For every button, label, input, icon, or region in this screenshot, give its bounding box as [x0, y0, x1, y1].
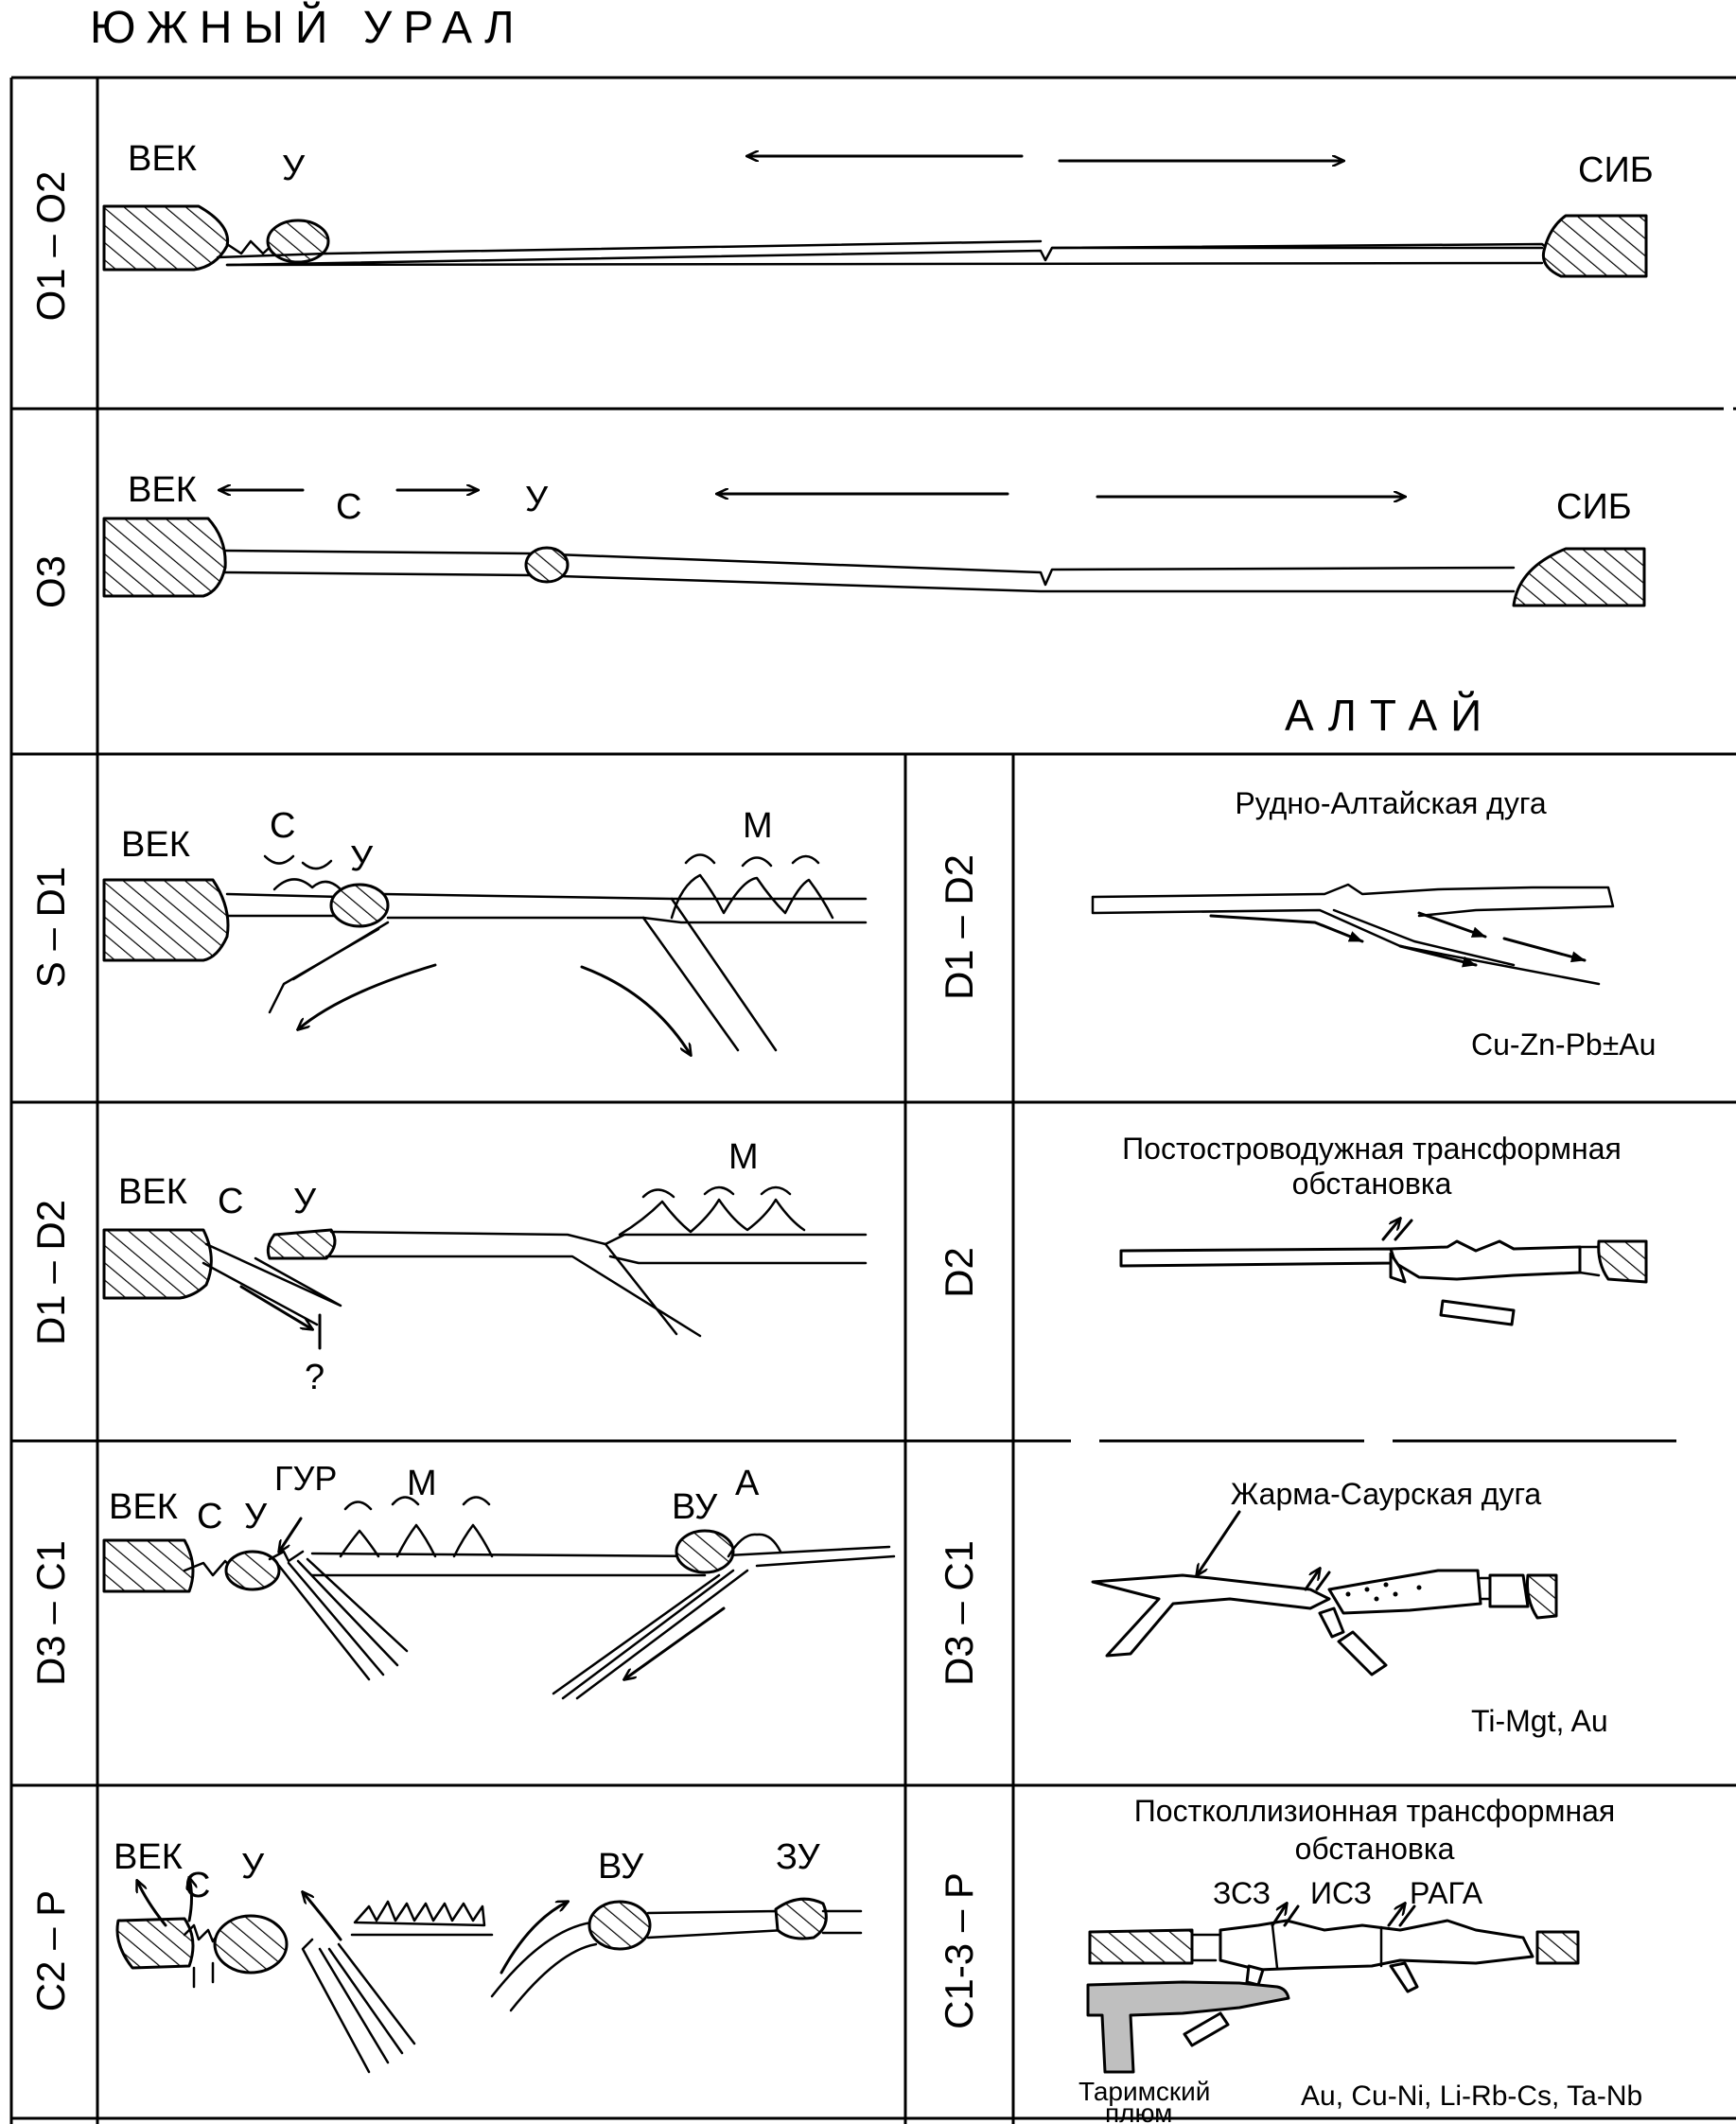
craton-vek — [102, 1228, 213, 1300]
arc-u — [329, 883, 390, 928]
label-tarim-line-2: плюм — [1105, 2098, 1172, 2124]
ocean-crust — [225, 246, 1544, 267]
arc-u — [213, 1914, 289, 1975]
urals-panel-5: ВЕК С У ГУР М ВУ А — [102, 1459, 896, 1700]
label-u: У — [244, 1497, 268, 1536]
label-s: С — [218, 1182, 243, 1221]
label-question: ? — [305, 1358, 324, 1397]
arc-zu — [774, 1897, 828, 1940]
craton-vek — [102, 878, 230, 962]
arc-u — [266, 1228, 337, 1260]
period-label-altai-1: D1 – D2 — [937, 854, 981, 1000]
label-u: У — [293, 1182, 317, 1221]
period-label-urals-2: O3 — [28, 555, 73, 608]
label-m: М — [743, 806, 773, 846]
label-raga: РАГА — [1410, 1876, 1483, 1910]
label-u: У — [241, 1847, 265, 1887]
tarim-plume — [1086, 1980, 1290, 2074]
altai-panel-3: Жарма-Саурская дуга Ti-Mgt, Au — [1091, 1477, 1608, 1738]
label-s: С — [184, 1866, 210, 1905]
period-label-urals-1: O1 – O2 — [28, 171, 73, 322]
label-u: У — [282, 149, 306, 188]
label-isz: ИСЗ — [1310, 1876, 1372, 1910]
period-label-altai-4: C1-3 – P — [937, 1872, 981, 2029]
label-vu: ВУ — [672, 1487, 718, 1527]
urals-panel-2: ВЕК С У СИБ — [102, 470, 1646, 607]
ore-label: Ti-Mgt, Au — [1471, 1704, 1608, 1738]
urals-period-labels: O1 – O2 O3 S – D1 D1 – D2 D3 – C1 C2 – P — [28, 171, 73, 2012]
arc-u — [524, 546, 570, 584]
label-vu: ВУ — [598, 1847, 644, 1887]
label-zu: ЗУ — [776, 1837, 821, 1877]
label-u: У — [525, 480, 549, 519]
period-label-urals-6: C2 – P — [28, 1890, 73, 2011]
label-s: С — [197, 1497, 222, 1536]
period-label-altai-3: D3 – C1 — [937, 1540, 981, 1686]
label-m: М — [407, 1464, 437, 1503]
label-vek: ВЕК — [128, 139, 197, 179]
craton-vek — [115, 1917, 195, 1970]
label-vek: ВЕК — [121, 825, 190, 865]
label-u: У — [350, 839, 374, 879]
urals-panel-3: ВЕК С У М — [102, 806, 868, 1055]
craton-vek — [102, 1538, 195, 1593]
title-south-urals: ЮЖНЫЙ УРАЛ — [90, 1, 526, 53]
craton-sib — [1541, 214, 1648, 278]
arc-u — [266, 219, 330, 264]
period-label-urals-4: D1 – D2 — [28, 1200, 73, 1345]
altai-period-labels: D1 – D2 D2 D3 – C1 C1-3 – P — [937, 854, 981, 2029]
panel-title: Рудно-Алтайская дуга — [1235, 786, 1546, 820]
panel-title-line-1: Постостроводужная трансформная — [1122, 1132, 1622, 1166]
period-label-urals-3: S – D1 — [28, 867, 73, 988]
altai-panel-4: Постколлизионная трансформная обстановка… — [1078, 1794, 1642, 2124]
panel-title-line-1: Постколлизионная трансформная — [1134, 1794, 1615, 1828]
urals-panel-6: ВЕК С У ВУ ЗУ — [114, 1837, 863, 2074]
label-s: С — [336, 487, 361, 527]
craton-sib — [1512, 547, 1646, 607]
ore-label: Au, Cu-Ni, Li-Rb-Cs, Ta-Nb — [1301, 2080, 1642, 2112]
label-gur: ГУР — [274, 1459, 337, 1498]
label-vek: ВЕК — [114, 1837, 183, 1877]
craton-vek — [102, 204, 230, 272]
label-a: А — [735, 1464, 760, 1503]
title-altai: АЛТАЙ — [1285, 691, 1495, 740]
label-zsz: ЗСЗ — [1213, 1876, 1271, 1910]
label-m: М — [728, 1137, 759, 1177]
label-sib: СИБ — [1578, 150, 1654, 190]
altai-panel-1: Рудно-Алтайская дуга Cu-Zn-Pb±Au — [1091, 786, 1656, 1062]
label-vek: ВЕК — [109, 1487, 178, 1527]
label-vek: ВЕК — [128, 470, 197, 510]
craton-vek — [102, 517, 227, 598]
ore-label: Cu-Zn-Pb±Au — [1471, 1027, 1656, 1062]
urals-panel-1: ВЕК У СИБ — [102, 139, 1654, 278]
altai-panel-2: Постостроводужная трансформная обстановк… — [1119, 1132, 1648, 1326]
label-vek: ВЕК — [118, 1172, 187, 1212]
arc-vu — [675, 1529, 735, 1574]
label-tarim-line-1: Таримский — [1078, 2077, 1210, 2106]
urals-panel-4: ВЕК С У М ? — [102, 1137, 868, 1397]
panel-title-line-2: обстановка — [1292, 1167, 1452, 1201]
panel-title: Жарма-Саурская дуга — [1231, 1477, 1542, 1511]
grid-lines — [9, 76, 1736, 2124]
label-s: С — [270, 806, 295, 846]
period-label-altai-2: D2 — [937, 1247, 981, 1298]
period-label-urals-5: D3 – C1 — [28, 1540, 73, 1686]
arc-vu — [587, 1900, 652, 1951]
panel-title-line-2: обстановка — [1295, 1832, 1455, 1866]
arc-u — [224, 1550, 281, 1591]
label-sib: СИБ — [1556, 487, 1632, 527]
